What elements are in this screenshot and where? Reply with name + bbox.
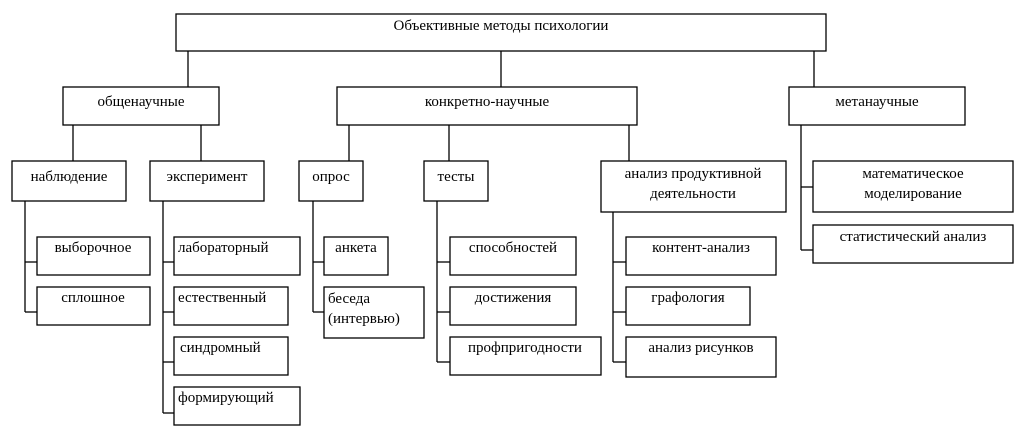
specific-methods-label: конкретно-научные	[425, 94, 550, 110]
observation-item: сплошное	[36, 286, 151, 326]
experiment-label: эксперимент	[167, 169, 248, 185]
activity-analysis-box: анализ продуктивной деятельности	[600, 160, 787, 213]
meta-item-label-line2: моделирование	[864, 186, 962, 202]
analysis-item: анализ рисунков	[625, 336, 777, 378]
survey-item-label-line1: беседа	[328, 291, 370, 307]
activity-analysis-label-line1: анализ продуктивной	[625, 166, 762, 182]
experiment-item: лабораторный	[173, 236, 301, 276]
specific-methods-box: конкретно-научные	[336, 86, 638, 126]
meta-item: математическое моделирование	[812, 160, 1014, 213]
observation-item: выборочное	[36, 236, 151, 276]
experiment-box: эксперимент	[149, 160, 265, 202]
experiment-item: синдромный	[173, 336, 289, 376]
root-title: Объективные методы психологии	[394, 18, 609, 34]
analysis-item: контент-анализ	[625, 236, 777, 276]
connectors	[24, 51, 815, 414]
general-methods-label: общенаучные	[97, 94, 184, 110]
survey-item-label: анкета	[335, 240, 377, 256]
analysis-item-label: анализ рисунков	[648, 340, 753, 356]
tests-item: способностей	[449, 236, 577, 276]
experiment-item-label: лабораторный	[178, 240, 269, 256]
meta-item-label-line1: математическое	[862, 166, 964, 182]
survey-item: беседа (интервью)	[323, 286, 425, 339]
experiment-item: формирующий	[173, 386, 301, 426]
analysis-item: графология	[625, 286, 751, 326]
activity-analysis-label-line2: деятельности	[650, 186, 736, 202]
general-methods-box: общенаучные	[62, 86, 220, 126]
observation-item-label: выборочное	[55, 240, 132, 256]
root-box: Объективные методы психологии	[175, 13, 827, 52]
survey-item-label-line2: (интервью)	[328, 311, 400, 327]
experiment-item-label: синдромный	[180, 340, 261, 356]
meta-item: статистический анализ	[812, 224, 1014, 264]
analysis-item-label: контент-анализ	[652, 240, 750, 256]
tests-item: достижения	[449, 286, 577, 326]
survey-box: опрос	[298, 160, 364, 202]
meta-methods-box: метанаучные	[788, 86, 966, 126]
analysis-item-label: графология	[651, 290, 724, 306]
tests-box: тесты	[423, 160, 489, 202]
survey-label: опрос	[312, 169, 350, 185]
experiment-item: естественный	[173, 286, 289, 326]
tests-item-label: профпригодности	[468, 340, 582, 356]
tests-item-label: достижения	[475, 290, 552, 306]
observation-label: наблюдение	[31, 169, 108, 185]
tests-label: тесты	[438, 169, 475, 185]
meta-methods-label: метанаучные	[835, 94, 919, 110]
meta-item-label: статистический анализ	[840, 229, 987, 245]
survey-item: анкета	[323, 236, 389, 276]
observation-item-label: сплошное	[61, 290, 125, 306]
experiment-item-label: естественный	[178, 290, 266, 306]
experiment-item-label: формирующий	[178, 390, 274, 406]
tests-item: профпригодности	[449, 336, 602, 376]
tests-item-label: способностей	[469, 240, 557, 256]
observation-box: наблюдение	[11, 160, 127, 202]
